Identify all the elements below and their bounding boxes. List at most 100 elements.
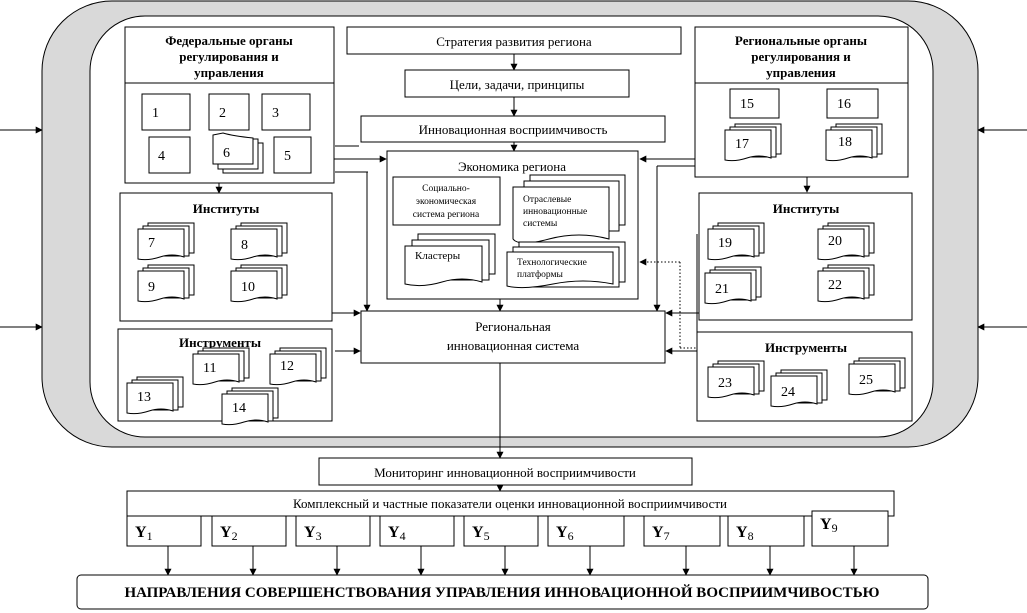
svg-text:НАПРАВЛЕНИЯ СОВЕРШЕНСТВОВАНИЯ: НАПРАВЛЕНИЯ СОВЕРШЕНСТВОВАНИЯ УПРАВЛЕНИЯ… [125,584,880,601]
svg-text:инновационная система: инновационная система [447,338,580,353]
federal-institute-9: 9 [137,264,195,303]
svg-text:Технологические: Технологические [517,258,587,268]
monitoring-box: Мониторинг инновационной восприимчивости [318,457,693,486]
federal-title-line-3: управления [194,65,264,80]
svg-text:19: 19 [718,236,732,251]
regional-instruments-block: Инструменты 23 24 25 [696,320,913,422]
svg-text:Социально-: Социально- [422,184,470,194]
receptivity-box: Инновационная восприимчивость [360,115,666,143]
federal-instrument-12: 12 [269,347,327,386]
regional-institute-19: 19 [707,222,765,261]
regional-title-line-2: регулирования и [751,49,851,64]
svg-text:14: 14 [232,401,246,416]
left-connectors [215,145,387,355]
federal-item-6: 6 [212,132,264,174]
indicator-y4: Y4 [379,515,455,576]
regional-institutes-block: Институты 19 20 21 22 [698,192,913,321]
svg-text:2: 2 [219,106,226,121]
federal-instruments-title: Инструменты [179,335,261,350]
sectoral-innovation-systems: Отраслевые инновационные системы [512,174,626,244]
right-connectors [639,155,699,355]
svg-text:Инновационная восприимчивость: Инновационная восприимчивость [419,122,608,137]
external-arrows [0,126,1027,331]
indicator-y1: Y1 [126,515,202,576]
svg-text:17: 17 [735,137,749,152]
svg-text:Отраслевые: Отраслевые [523,195,571,205]
indicator-label: Y2 [220,524,238,543]
indicator-label: Y5 [472,524,490,543]
svg-text:10: 10 [241,280,255,295]
indicator-y9: Y9 [811,510,889,576]
svg-text:16: 16 [837,97,851,112]
regional-title-line-3: управления [766,65,836,80]
svg-text:Мониторинг инновационной воспр: Мониторинг инновационной восприимчивости [374,465,636,480]
regional-item-16: 16 [826,88,879,119]
svg-text:18: 18 [838,135,852,150]
svg-text:Комплексный и частные показате: Комплексный и частные показатели оценки … [293,496,727,511]
svg-text:15: 15 [740,97,754,112]
regional-item-18: 18 [825,123,883,162]
regional-instruments-title: Инструменты [765,340,847,355]
regional-institute-21: 21 [704,266,762,305]
indicator-y8: Y8 [727,515,805,576]
federal-item-4: 4 [148,136,191,174]
regional-instrument-23: 23 [707,360,765,399]
federal-institutes-block: Институты 7 8 9 10 [119,192,333,322]
indicator-label: Y9 [820,516,838,535]
svg-text:25: 25 [859,373,873,388]
regional-instrument-24: 24 [770,369,828,408]
directions-box: НАПРАВЛЕНИЯ СОВЕРШЕНСТВОВАНИЯ УПРАВЛЕНИЯ… [76,574,929,610]
indicator-label: Y7 [652,524,670,543]
svg-text:8: 8 [241,238,248,253]
regional-item-17: 17 [724,123,782,162]
indicator-y6: Y6 [547,515,625,576]
regional-institute-20: 20 [817,222,875,261]
svg-text:23: 23 [718,376,732,391]
svg-text:системы: системы [523,219,558,229]
regional-innovation-system: Региональная инновационная система [360,310,666,364]
regional-institute-22: 22 [817,264,875,303]
federal-institute-7: 7 [137,222,195,261]
socio-economic-system: Социально- экономическая система региона [392,176,501,226]
regional-instrument-25: 25 [848,357,906,396]
svg-text:21: 21 [715,282,729,297]
svg-text:12: 12 [280,359,294,374]
federal-instrument-14: 14 [221,387,279,426]
svg-text:инновационные: инновационные [523,207,587,217]
svg-text:20: 20 [828,234,842,249]
federal-institute-10: 10 [230,264,288,303]
regional-title-line-1: Региональные органы [735,33,867,48]
indicator-label: Y8 [736,524,754,543]
federal-instrument-11: 11 [192,347,250,386]
federal-title-line-2: регулирования и [179,49,279,64]
federal-instrument-13: 13 [126,376,184,415]
technology-platforms: Технологические платформы [506,241,626,289]
clusters: Кластеры [404,233,496,287]
svg-text:Стратегия развития региона: Стратегия развития региона [436,34,592,49]
federal-item-5: 5 [273,136,312,174]
indicator-y2: Y2 [211,515,287,576]
svg-text:7: 7 [148,236,155,251]
svg-text:9: 9 [148,280,155,295]
svg-text:6: 6 [223,146,230,161]
indicator-y7: Y7 [643,515,721,576]
federal-institute-8: 8 [230,222,288,261]
indicator-label: Y1 [135,524,153,543]
svg-text:экономическая: экономическая [416,197,477,207]
svg-text:5: 5 [284,149,291,164]
federal-item-2: 2 [208,93,250,131]
svg-text:1: 1 [152,106,159,121]
indicators-box: Комплексный и частные показатели оценки … [126,490,895,517]
federal-instruments-block: Инструменты 11 12 13 14 [117,328,333,426]
svg-text:Цели, задачи, принципы: Цели, задачи, принципы [450,77,585,92]
svg-text:11: 11 [203,361,216,376]
svg-text:3: 3 [272,106,279,121]
indicator-y5: Y5 [463,515,539,576]
svg-text:система региона: система региона [413,210,480,220]
regional-item-15: 15 [729,88,780,119]
svg-text:Региональная: Региональная [475,319,551,334]
regional-institutes-title: Институты [773,201,840,216]
federal-title-line-1: Федеральные органы [165,33,293,48]
